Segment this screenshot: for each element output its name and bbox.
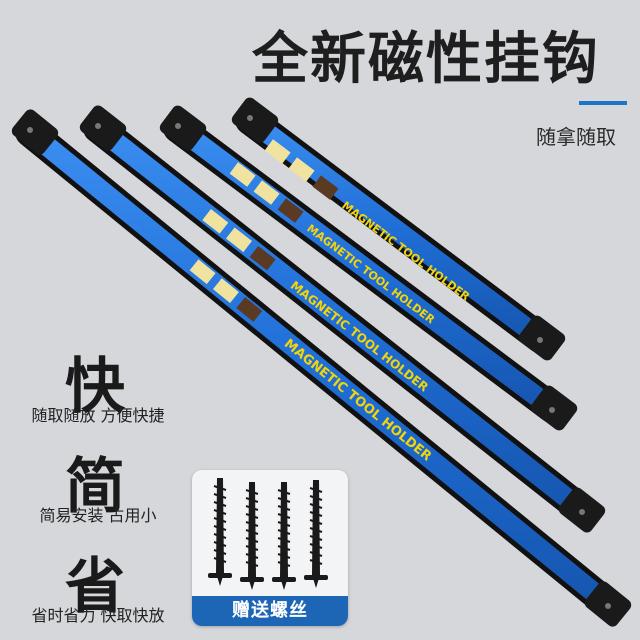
screw-hole (537, 337, 543, 343)
sticker (288, 157, 315, 182)
magnetic-bar-3: MAGNETIC TOOL HOLDER (159, 105, 578, 431)
screw-hole (579, 509, 585, 515)
sticker (212, 278, 239, 303)
bar-label: MAGNETIC TOOL HOLDER (281, 336, 434, 464)
feature-word-fast: 快 (65, 352, 125, 422)
accent-line (579, 101, 627, 105)
sticker (312, 175, 339, 200)
screw-hole (175, 123, 181, 129)
feature-desc-save: 省时省力 快取快放 (31, 606, 165, 625)
screws-card: 赠送螺丝 (192, 470, 348, 626)
sticker (253, 180, 280, 205)
end-cap (231, 97, 279, 143)
screw-hole (27, 127, 33, 133)
sticker (229, 162, 256, 187)
screw-hole (247, 115, 253, 121)
sticker (189, 259, 216, 285)
end-cap (79, 105, 127, 151)
end-cap (11, 109, 59, 155)
screw-hole (549, 407, 555, 413)
screws-icon (208, 478, 328, 590)
sticker (202, 209, 229, 234)
screws-caption: 赠送螺丝 (192, 596, 348, 626)
feature-desc-fast: 随取随放 方便快捷 (31, 406, 165, 425)
feature-desc-simple: 简易安装 占用小 (39, 506, 157, 525)
end-cap (159, 105, 207, 151)
feature-word-simple: 简 (65, 452, 125, 522)
subtitle: 随拿随取 (536, 125, 616, 149)
screw-hole (605, 603, 611, 609)
screw-hole (95, 123, 101, 129)
sticker (277, 198, 304, 223)
page-title: 全新磁性挂钩 (252, 27, 600, 92)
sticker (236, 297, 263, 322)
sticker (264, 139, 291, 164)
sticker (225, 227, 252, 253)
sticker (249, 245, 276, 271)
feature-word-save: 省 (65, 552, 125, 622)
